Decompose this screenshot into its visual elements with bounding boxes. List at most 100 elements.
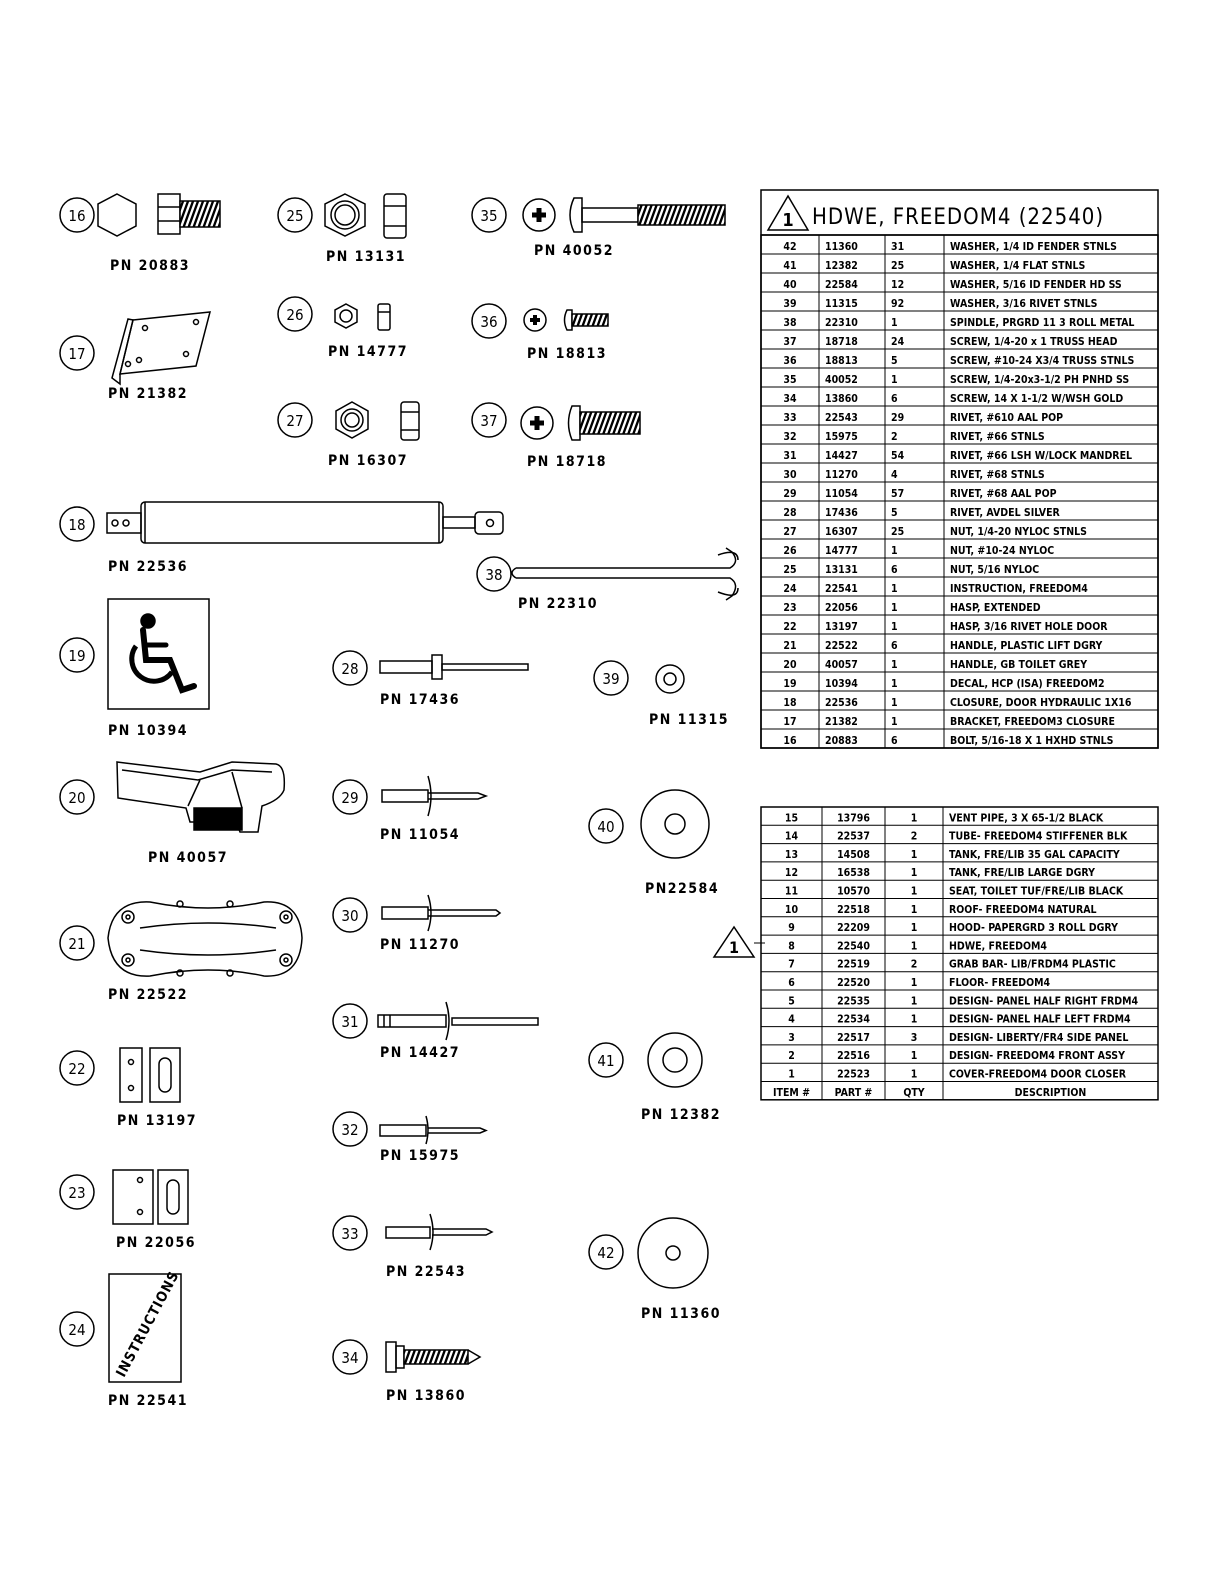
part-number-label: PN 14427 [380, 1045, 460, 1061]
bom-table-cell-item: 6 [788, 977, 795, 989]
hardware-table-cell-part: 14777 [825, 545, 858, 557]
hardware-table-cell-part: 22310 [825, 317, 858, 329]
item-number: 20 [68, 789, 85, 807]
bom-table-cell-qty: 1 [911, 886, 918, 898]
part-number-label: PN 18813 [527, 346, 607, 362]
hardware-table-cell-description: HANDLE, PLASTIC LIFT DGRY [950, 640, 1103, 652]
hardware-table-cell-item: 18 [783, 697, 796, 709]
bom-table-cell-qty: 1 [911, 812, 918, 824]
hardware-table-cell-part: 22522 [825, 640, 858, 652]
bom-table-cell-description: DESIGN- PANEL HALF LEFT FRDM4 [949, 1014, 1131, 1026]
bom-table-cell-part: 14508 [837, 849, 870, 861]
part-number-label: PN 17436 [380, 692, 460, 708]
part-number-label: PN 22310 [518, 596, 598, 612]
rivet-66-stnls-drawing [379, 1115, 488, 1145]
hardware-table-cell-description: SPINDLE, PRGRD 11 3 ROLL METAL [950, 317, 1134, 329]
hardware-table-cell-item: 22 [783, 621, 796, 633]
hardware-table-cell-description: SCREW, 14 X 1-1/2 W/WSH GOLD [950, 393, 1123, 405]
part-number-label: PN22584 [645, 881, 719, 897]
bom-table-cell-part: 22520 [837, 977, 870, 989]
item-bubble [332, 779, 368, 815]
item-number: 25 [286, 207, 303, 225]
flat-washer-drawing [647, 1032, 703, 1088]
hardware-table-cell-description: SCREW, 1/4-20x3-1/2 PH PNHD SS [950, 374, 1129, 386]
hardware-table-cell-qty: 6 [891, 393, 898, 405]
hardware-table-cell-part: 11054 [825, 488, 858, 500]
item-number: 32 [341, 1121, 358, 1139]
hardware-table-cell-item: 31 [783, 450, 796, 462]
hardware-table-cell-qty: 1 [891, 583, 898, 595]
item-number: 38 [485, 566, 502, 584]
hardware-table-cell-description: WASHER, 3/16 RIVET STNLS [950, 298, 1098, 310]
hardware-table-cell-qty: 4 [891, 469, 898, 481]
hardware-table-cell-description: HASP, EXTENDED [950, 602, 1041, 614]
hardware-table-mark: 1 [782, 210, 793, 231]
item-number: 18 [68, 516, 85, 534]
bom-table-cell-description: DESIGN- LIBERTY/FR4 SIDE PANEL [949, 1032, 1128, 1044]
hardware-table-cell-description: RIVET, #68 AAL POP [950, 488, 1057, 500]
bom-table-cell-item: 7 [788, 959, 795, 971]
bom-table-cell-qty: 1 [911, 849, 918, 861]
item-bubble [59, 925, 95, 961]
hardware-table-cell-description: RIVET, #66 LSH W/LOCK MANDREL [950, 450, 1132, 462]
bom-table-cell-description: DESIGN- PANEL HALF RIGHT FRDM4 [949, 995, 1139, 1007]
hardware-table-cell-item: 36 [783, 355, 797, 367]
part-number-label: PN 10394 [108, 723, 188, 739]
hardware-table-cell-item: 21 [783, 640, 796, 652]
bom-table-cell-item: 3 [788, 1032, 795, 1044]
hardware-table-cell-item: 27 [783, 526, 796, 538]
part-number-label: PN 14777 [328, 344, 408, 360]
bom-table-cell-part: 22518 [837, 904, 870, 916]
callout-number: 1 [729, 938, 739, 957]
hardware-table-cell-part: 16307 [825, 526, 858, 538]
avdel-rivet-drawing [379, 654, 529, 680]
part-drawings [97, 193, 739, 1383]
hardware-table-cell-description: SCREW, 1/4-20 x 1 TRUSS HEAD [950, 336, 1118, 348]
hardware-table-cell-part: 11315 [825, 298, 858, 310]
item-number: 21 [68, 935, 85, 953]
item-number: 29 [341, 789, 358, 807]
bom-table-cell-description: TANK, FRE/LIB LARGE DGRY [949, 867, 1095, 879]
fender-washer-1-4-drawing [637, 1217, 709, 1289]
hardware-table-cell-part: 22584 [825, 279, 858, 291]
hardware-table-cell-description: BOLT, 5/16-18 X 1 HXHD STNLS [950, 735, 1114, 747]
item-bubble [59, 335, 95, 371]
bom-table-cell-qty: 1 [911, 1069, 918, 1081]
item-bubble [59, 779, 95, 815]
bom-table-cell-part: 22517 [837, 1032, 870, 1044]
bom-table-cell-qty: 3 [911, 1032, 918, 1044]
bom-table-cell-part: 22537 [837, 831, 870, 843]
item-number: 42 [597, 1244, 614, 1262]
hardware-table-cell-item: 17 [783, 716, 796, 728]
hardware-table-cell-item: 16 [783, 735, 797, 747]
item-number: 17 [68, 345, 85, 363]
hardware-table-cell-item: 34 [783, 393, 797, 405]
item-bubble [277, 402, 313, 438]
